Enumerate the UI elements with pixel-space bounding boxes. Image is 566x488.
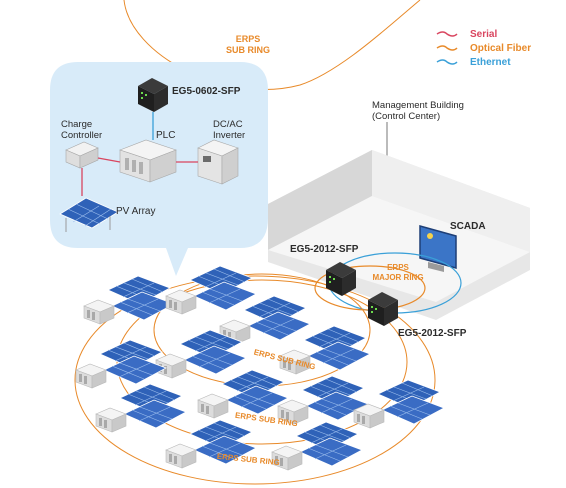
scada-label: SCADA — [450, 221, 486, 232]
erps-major-ring-label-1: ERPS — [387, 263, 409, 272]
pv-panel-icon — [353, 379, 445, 429]
erps-sub-ring-3-label: ERPS SUB RING — [216, 452, 280, 468]
charge-controller-label-2: Controller — [61, 130, 102, 141]
serial-link-controller-plc — [97, 157, 121, 163]
pv-panel-icon — [165, 265, 257, 315]
switch-right-label: EG5-2012-SFP — [398, 328, 467, 339]
erps-sub-ring-3 — [74, 275, 436, 485]
legend-optical-fiber: Optical Fiber — [470, 43, 531, 54]
ethernet-legend-line — [436, 59, 458, 65]
pv-panel-icon — [95, 383, 187, 433]
plc-label: PLC — [156, 130, 175, 141]
management-building — [268, 150, 530, 320]
plc-icon — [119, 139, 177, 183]
erps-sub-ring-2 — [116, 279, 408, 445]
pv-panel-icon — [271, 421, 363, 471]
legend-ethernet: Ethernet — [470, 57, 511, 68]
legend-serial: Serial — [470, 29, 497, 40]
switch-left-label: EG5-2012-SFP — [290, 244, 359, 255]
inverter-label-1: DC/AC — [213, 119, 243, 130]
management-building-label-2: (Control Center) — [372, 111, 440, 122]
erps-sub-ring-top-label-1: ERPS — [236, 34, 261, 44]
pv-panel-icon — [83, 275, 175, 325]
optical-fiber-legend-line — [436, 45, 458, 51]
pv-array-icon — [59, 197, 119, 232]
management-building-label-1: Management Building — [372, 100, 464, 111]
inverter-icon — [197, 139, 239, 185]
erps-major-ring-label-2: MAJOR RING — [372, 273, 423, 282]
inverter-label-2: Inverter — [213, 130, 245, 141]
erps-sub-ring-top-arc — [123, 0, 421, 90]
erps-sub-ring-top-label-2: SUB RING — [226, 45, 270, 55]
legend: Serial Optical Fiber Ethernet — [436, 29, 531, 68]
pv-array-label: PV Array — [116, 206, 155, 217]
charge-controller-label-1: Charge — [61, 119, 92, 130]
charge-controller-icon — [65, 141, 99, 169]
serial-legend-line — [436, 31, 458, 37]
switch-top-label: EG5-0602-SFP — [172, 86, 241, 97]
